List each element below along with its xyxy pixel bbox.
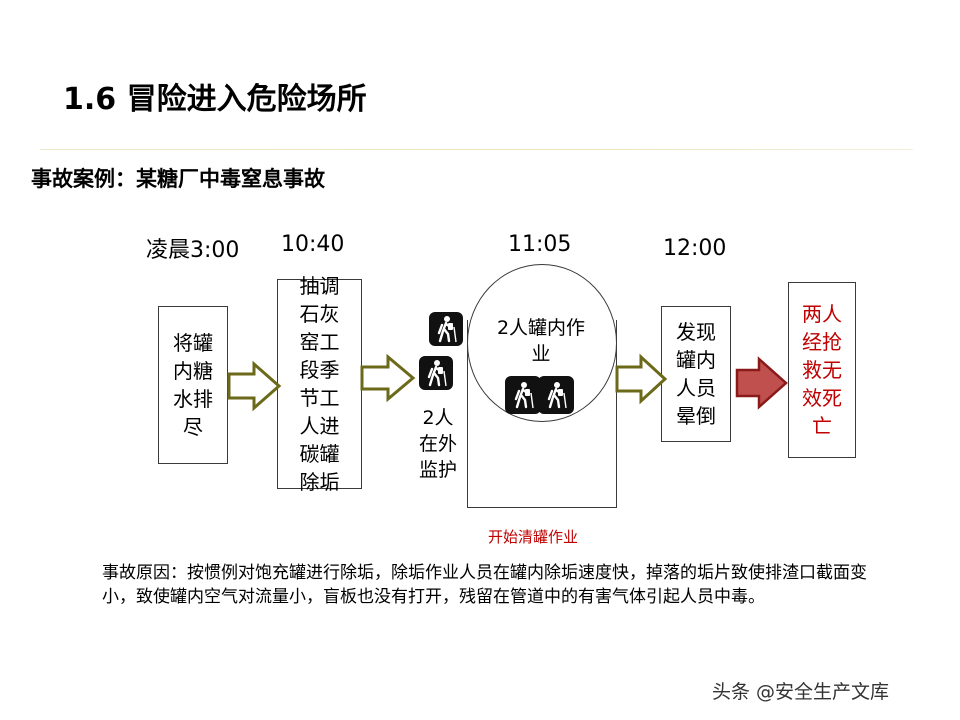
step-text-drain: 将罐内糖水排尽 [173, 331, 213, 439]
hiker-icon [505, 376, 541, 414]
step-text-workers: 抽调石灰窑工段季节工人进碳罐除垢 [299, 274, 340, 494]
time-label-1040: 10:40 [281, 232, 345, 257]
step-box-outcome: 两人经抢救无效死亡 [788, 282, 856, 458]
hiker-icon [429, 312, 463, 346]
time-label-1105: 11:05 [508, 232, 572, 257]
case-subtitle: 事故案例：某糖厂中毒窒息事故 [31, 167, 325, 191]
page-title: 1.6 冒险进入危险场所 [63, 82, 367, 117]
flow-arrow-final [735, 356, 788, 410]
time-label-1200: 12:00 [663, 236, 727, 261]
tank-work-label: 2人罐内作业 [496, 317, 586, 365]
watermark: 头条 @安全生产文库 [712, 681, 890, 703]
step-box-discovered: 发现罐内人员晕倒 [661, 306, 731, 442]
step-box-workers: 抽调石灰窑工段季节工人进碳罐除垢 [277, 274, 362, 494]
monitor-label: 2人在外监护 [418, 407, 457, 481]
step-text-outcome: 两人经抢救无效死亡 [802, 302, 842, 438]
flow-arrow-3 [615, 353, 668, 405]
flow-arrow-1 [227, 360, 282, 412]
title-divider [40, 149, 913, 150]
tank-caption: 开始清罐作业 [488, 528, 579, 546]
hiker-icon [538, 376, 574, 414]
flow-arrow-2 [360, 353, 416, 403]
time-label-0300: 凌晨3:00 [146, 238, 240, 263]
accident-reason: 事故原因：按惯例对饱充罐进行除垢，除垢作业人员在罐内除垢速度快，掉落的垢片致使排… [102, 563, 867, 607]
tank-body [467, 320, 617, 508]
step-text-discovered: 发现罐内人员晕倒 [676, 320, 716, 428]
hiker-icon [419, 356, 453, 390]
